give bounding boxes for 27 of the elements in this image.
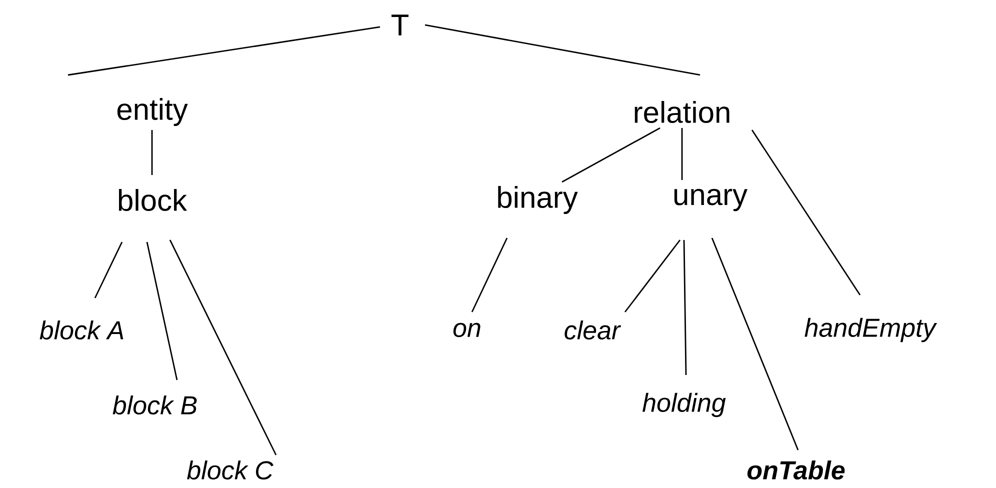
tree-line bbox=[751, 130, 861, 296]
tree-label: on bbox=[453, 322, 480, 338]
tree-line bbox=[169, 240, 277, 456]
tree-label: block A bbox=[40, 320, 124, 340]
tree-line bbox=[151, 130, 153, 175]
tree-label: holding bbox=[642, 392, 726, 418]
tree-line bbox=[711, 238, 799, 450]
tree-line bbox=[624, 240, 681, 312]
tree-label: clear bbox=[564, 320, 622, 340]
tree-line bbox=[424, 24, 700, 76]
tree-label: entity bbox=[117, 98, 188, 126]
tree-line bbox=[683, 240, 687, 375]
tree-label: handEmpty bbox=[804, 318, 938, 342]
tree-label: T bbox=[392, 14, 408, 36]
tree-label: onTable bbox=[747, 460, 845, 480]
tree-line bbox=[146, 242, 178, 380]
tree-label: block bbox=[118, 188, 188, 212]
tree-line bbox=[471, 238, 508, 312]
tree-line bbox=[94, 242, 123, 298]
tree-label: block B bbox=[112, 395, 197, 415]
tree-label: unary bbox=[674, 188, 748, 212]
tree-line bbox=[681, 128, 683, 180]
tree-line bbox=[562, 127, 660, 183]
tree-label: block C bbox=[187, 460, 274, 480]
tree-label: relation bbox=[634, 100, 730, 124]
tree-label: binary bbox=[498, 186, 578, 214]
tree-line bbox=[68, 26, 380, 76]
